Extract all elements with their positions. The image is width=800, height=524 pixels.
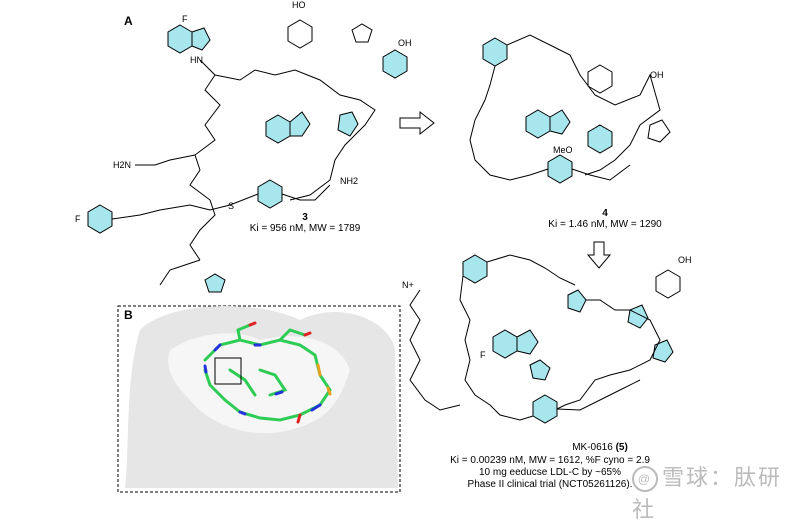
atom-label-nplus: N+ bbox=[402, 280, 414, 290]
atom-label-f2: F bbox=[75, 214, 81, 224]
compound-5-line1: Ki = 0.00239 nM, MW = 1612, %F cyno = 2.… bbox=[450, 455, 650, 466]
atom-label-oh: OH bbox=[398, 38, 412, 48]
atom-label-hn: HN bbox=[190, 55, 203, 65]
compound-5-line3: Phase II clinical trial (NCT05261126). bbox=[467, 479, 633, 490]
arrow-down-icon bbox=[586, 241, 612, 269]
atom-label-h2n: H2N bbox=[113, 160, 132, 170]
compound-5-line2: 10 mg eeducse LDL-C by ~65% bbox=[478, 467, 622, 478]
atom-label-nh2: NH2 bbox=[340, 176, 359, 186]
compound-3-structure bbox=[87, 19, 408, 293]
compound-5-structure bbox=[409, 254, 681, 424]
atom-label-f: F bbox=[182, 14, 188, 24]
compound-3-number: 3 bbox=[302, 212, 308, 223]
compound-4-number: 4 bbox=[602, 208, 608, 219]
compound-4-structure bbox=[469, 34, 671, 184]
atom-label-f-5: F bbox=[480, 350, 486, 360]
compound-3-caption: Ki = 956 nM, MW = 1789 bbox=[249, 223, 361, 234]
compound-5-name: MK-0616 (5) bbox=[500, 442, 700, 453]
compound-5-code: MK-0616 bbox=[572, 442, 613, 453]
panel-b-crystal-structure bbox=[117, 305, 401, 493]
panel-b-label: B bbox=[124, 308, 133, 322]
atom-label-oh-5: OH bbox=[678, 255, 692, 265]
compound-5-number: (5) bbox=[615, 442, 628, 453]
compound-4-caption: Ki = 1.46 nM, MW = 1290 bbox=[548, 219, 662, 230]
atom-label-ho: HO bbox=[292, 0, 306, 10]
atom-label-s: S bbox=[228, 201, 235, 211]
atom-label-oh-4: OH bbox=[650, 70, 664, 80]
panel-a-label: A bbox=[124, 14, 133, 28]
watermark-logo-icon: @ bbox=[632, 466, 658, 493]
arrow-right-icon bbox=[399, 110, 435, 136]
chemical-structures bbox=[87, 19, 681, 493]
watermark: @雪球：肽研社 bbox=[632, 460, 800, 524]
atom-label-meo: MeO bbox=[553, 145, 573, 155]
